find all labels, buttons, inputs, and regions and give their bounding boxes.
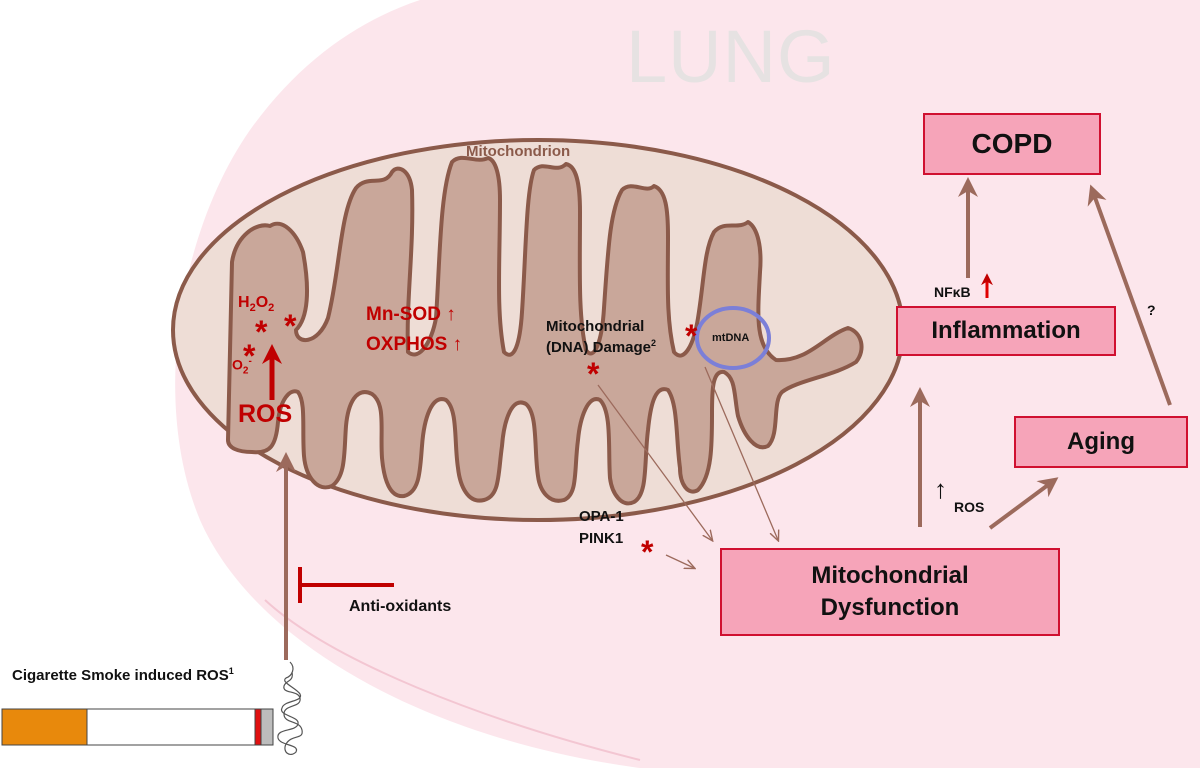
damage-label-line1: Mitochondrial (546, 318, 645, 335)
asterisk-marker: * (685, 318, 698, 354)
aging-to-copd-arrow (1087, 184, 1172, 406)
superoxide-label: O2- (232, 356, 252, 377)
mitochondrial-dysfunction-box: Mitochondrial Dysfunction (720, 548, 1060, 636)
cigarette (1, 708, 274, 746)
dysfunction-to-aging-arrow (988, 477, 1059, 530)
damage-to-dysfunction-arrow (597, 384, 712, 540)
lung-outline-faint (264, 599, 641, 761)
inflammation-box: Inflammation (896, 306, 1116, 356)
asterisk-marker: * (255, 314, 268, 350)
opa1-label: OPA-1 (579, 508, 624, 525)
mtdna-to-dysfunction-arrow (704, 366, 778, 540)
cigarette-paper (86, 708, 256, 746)
cigarette-filter (1, 708, 88, 746)
aging-box: Aging (1014, 416, 1188, 468)
asterisk-marker: * (284, 308, 297, 344)
asterisk-marker: * (243, 338, 256, 374)
cigarette-ash (260, 708, 274, 746)
dysfunction-label-line2: Dysfunction (820, 594, 960, 621)
asterisk-marker: * (587, 356, 600, 392)
pink1-label: PINK1 (579, 530, 624, 547)
cristae (226, 155, 864, 506)
mnsod-label: Mn-SOD ↑ (366, 304, 456, 325)
pink1-to-dysfunction-arrow (665, 554, 694, 568)
oxphos-label: OXPHOS ↑ (366, 334, 463, 355)
damage-label-line2: (DNA) Damage2 (546, 338, 657, 356)
inflammation-label: Inflammation (931, 317, 1081, 344)
mtdna-label: mtDNA (712, 332, 750, 344)
ros-increase-label: ROS (954, 499, 985, 515)
copd-label: COPD (971, 128, 1053, 159)
antioxidants-label: Anti-oxidants (349, 598, 452, 615)
lung-label: LUNG (626, 15, 836, 98)
copd-box: COPD (923, 113, 1101, 175)
mtdna-ring (695, 306, 771, 370)
cigarette-smoke-label: Cigarette Smoke induced ROS1 (12, 666, 234, 684)
dysfunction-label-line1: Mitochondrial (811, 561, 969, 589)
ros-increase-arrow: ↑ (934, 474, 947, 504)
h2o2-label: H2O2 (238, 294, 275, 315)
nfkb-label: NFκB (934, 284, 971, 300)
question-mark: ? (1147, 302, 1156, 318)
mitochondrion-label: Mitochondrion (466, 143, 571, 160)
smoke-swirl (277, 661, 303, 756)
asterisk-marker: * (641, 534, 654, 570)
aging-label: Aging (1067, 428, 1135, 455)
ros-label: ROS (238, 400, 293, 428)
cigarette-ember (254, 708, 262, 746)
